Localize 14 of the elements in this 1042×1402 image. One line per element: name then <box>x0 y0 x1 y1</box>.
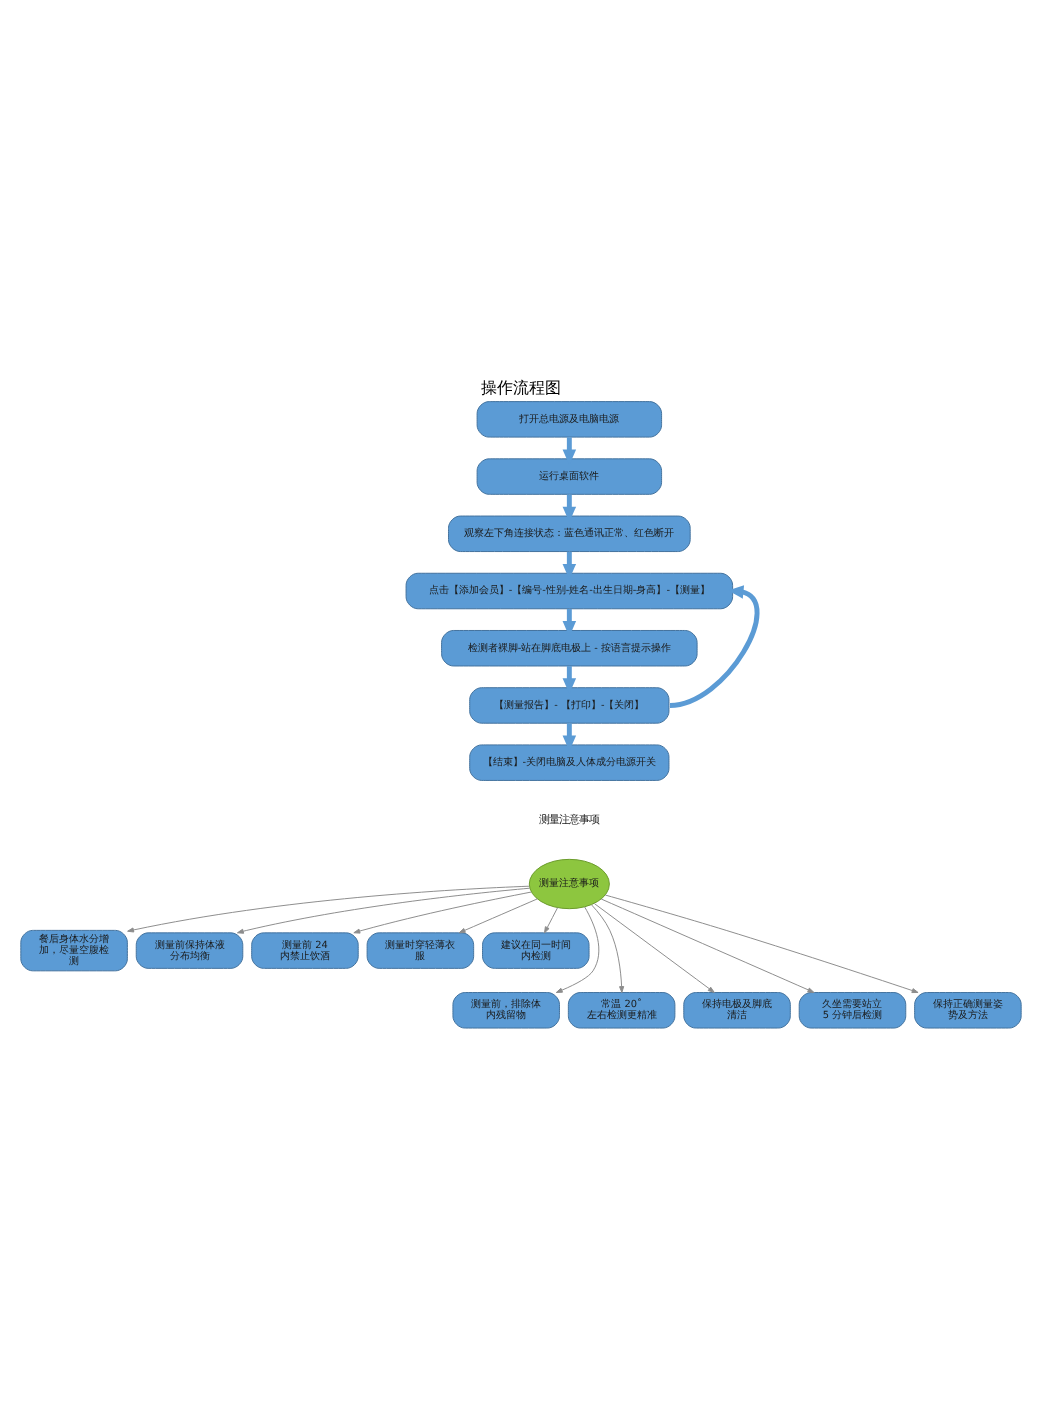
arrow <box>353 890 532 933</box>
node-ellipse <box>528 857 610 909</box>
arrow <box>236 886 531 933</box>
arrow <box>591 903 625 992</box>
arrow <box>562 722 577 751</box>
arrow <box>127 884 530 932</box>
arrow <box>544 906 559 933</box>
arrow <box>593 902 715 992</box>
arrow <box>458 897 538 933</box>
arrow <box>555 905 600 992</box>
arrow <box>604 893 919 993</box>
arrow <box>669 584 760 707</box>
arrow <box>562 493 577 522</box>
arrow <box>600 897 815 992</box>
